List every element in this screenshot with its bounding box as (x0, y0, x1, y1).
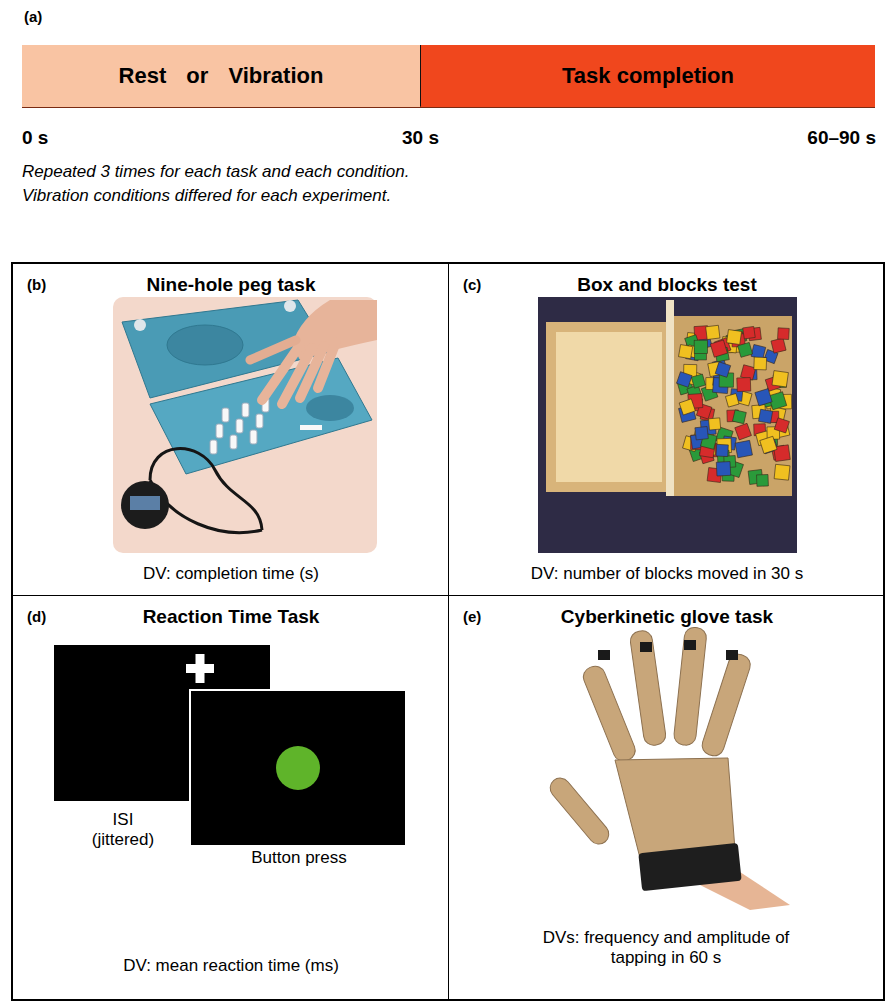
task-panel: (e) Cyberkinetic glove taskDVs: frequency… (448, 595, 884, 1000)
note-text: Vibration conditions differed for each e… (22, 186, 391, 206)
glove-picture (546, 626, 790, 910)
dv-text: DV: mean reaction time (ms) (31, 956, 431, 976)
screen-picture (54, 645, 406, 846)
pegboard-picture (113, 297, 377, 553)
phase-label: Task completion (562, 63, 734, 89)
time-tick: 60–90 s (807, 127, 876, 150)
screen-caption: ISI (jittered) (81, 810, 165, 851)
time-tick: 0 s (22, 127, 48, 150)
dv-text: DV: completion time (s) (31, 564, 431, 584)
panel-title: Cyberkinetic glove task (487, 606, 847, 629)
panel-frame (12, 263, 884, 1000)
note-text: Repeated 3 times for each task and each … (22, 162, 409, 182)
dv-text: DVs: frequency and amplitude of tapping … (542, 928, 790, 969)
panel-letter: (d) (27, 608, 46, 626)
phase-bar: Rest or Vibration (22, 45, 420, 107)
phase-bar: Task completion (421, 45, 875, 107)
task-panel: (b) Nine-hole peg taskDV: completion time… (12, 263, 449, 596)
screen-caption: Button press (219, 848, 379, 868)
panel-letter: (e) (463, 608, 481, 626)
panel-title: Box and blocks test (487, 274, 847, 297)
panel-title: Nine-hole peg task (51, 274, 411, 297)
task-panel: (d) Reaction Time TaskISI (jittered) Butto… (12, 595, 449, 1000)
phase-label: Rest or Vibration (119, 63, 324, 89)
time-tick: 30 s (402, 127, 439, 150)
dv-text: DV: number of blocks moved in 30 s (457, 564, 877, 584)
panel-title: Reaction Time Task (51, 606, 411, 629)
panel-letter: (a) (24, 8, 42, 26)
panel-letter: (c) (463, 276, 481, 294)
task-panel: (c) Box and blocks testDV: number of bloc… (448, 263, 884, 596)
blocks-box-picture (538, 297, 797, 553)
panel-letter: (b) (27, 276, 46, 294)
